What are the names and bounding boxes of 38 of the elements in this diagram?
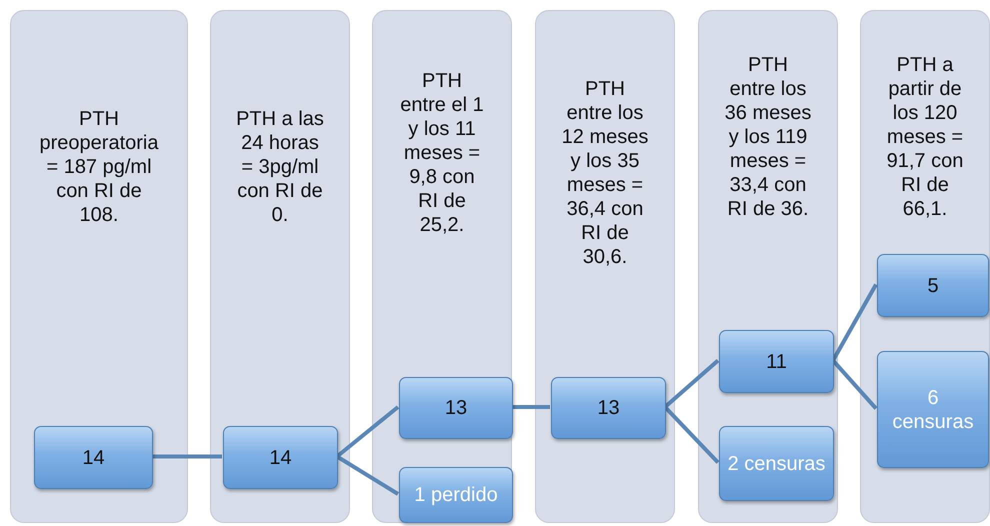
stage-text: PTH preoperatoria = 187 pg/ml con RI de 108.: [38, 107, 160, 227]
stage-panel: [535, 10, 675, 523]
count-text: 6 censuras: [891, 386, 975, 434]
count-box: [34, 426, 153, 489]
count-text: 5: [927, 274, 939, 298]
connector-line: [664, 406, 720, 464]
count-text: 11: [766, 350, 787, 374]
stage-text: PTH entre el 1 y los 11 meses = 9,8 con RI de 25,2.: [399, 69, 485, 237]
stage-text: PTH entre los 36 meses y los 119 meses = 33,4 con RI de 36.: [724, 53, 812, 221]
stage-text: PTH entre los 12 meses y los 35 meses = 36,4 con RI de 30,6.: [560, 77, 650, 269]
stage-panel: [372, 10, 512, 523]
count-text: 13: [444, 396, 468, 420]
count-box: [877, 254, 989, 317]
count-text: 14: [82, 446, 105, 470]
connector-line: [831, 284, 878, 362]
connector-line: [832, 359, 878, 410]
count-text: 13: [597, 396, 620, 420]
stage-panel: [698, 10, 838, 523]
stage-panel: [860, 10, 990, 523]
count-text: 14: [269, 446, 292, 470]
count-box: [399, 377, 513, 439]
count-box: [399, 467, 513, 523]
connector-line: [336, 454, 400, 496]
connector-line: [152, 454, 222, 458]
stage-text: PTH a las 24 horas = 3pg/ml con RI de 0.: [235, 107, 325, 227]
connector-line: [336, 405, 400, 458]
connector-line: [664, 359, 720, 408]
count-text: 1 perdido: [414, 483, 498, 507]
count-box: [223, 426, 338, 489]
count-box: [719, 330, 834, 393]
count-text: 2 censuras: [728, 452, 826, 476]
stage-panel: [210, 10, 350, 523]
count-box: [551, 377, 666, 439]
stage-text: PTH a partir de los 120 meses = 91,7 con RI de 66,1.: [886, 53, 964, 221]
connector-line: [512, 405, 550, 409]
count-box: [719, 426, 834, 501]
stage-panel: [10, 10, 188, 523]
count-box: [877, 351, 989, 468]
